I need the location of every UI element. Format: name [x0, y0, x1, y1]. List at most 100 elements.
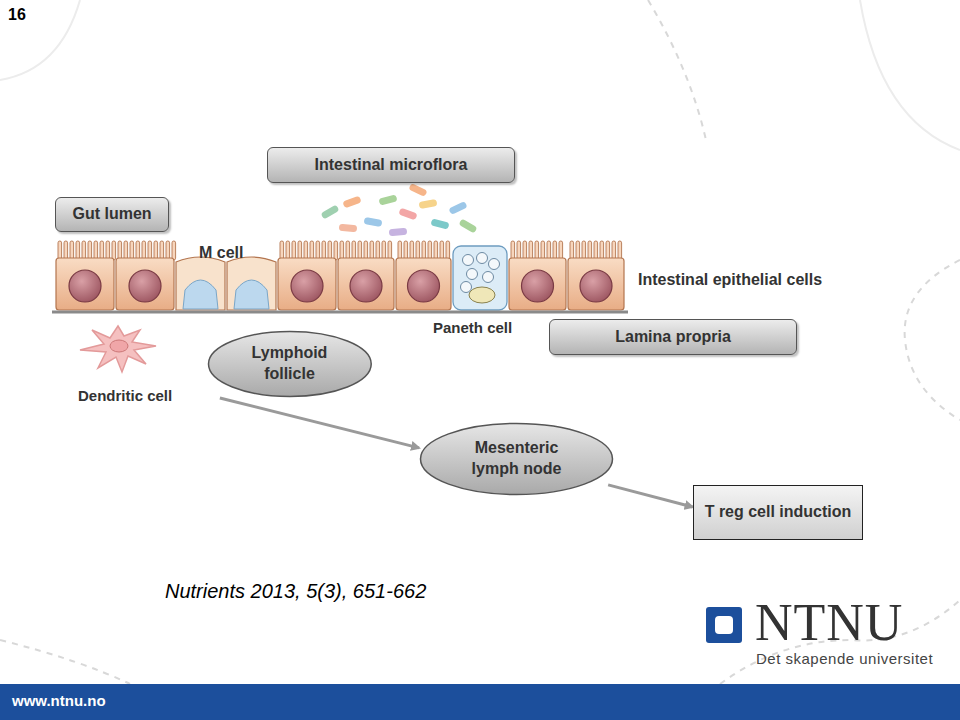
- microvillus: [58, 241, 62, 260]
- microvillus: [576, 241, 580, 260]
- bacterium: [389, 228, 408, 237]
- microvillus: [130, 241, 134, 260]
- microvillus: [118, 241, 122, 260]
- cell-nucleus: [69, 270, 101, 302]
- ellipse-fill: [421, 424, 613, 495]
- microvillus: [286, 241, 290, 260]
- microvillus: [322, 241, 326, 260]
- logo-square: [706, 607, 742, 643]
- microvillus: [404, 241, 408, 260]
- bacterium: [378, 194, 397, 205]
- microvillus: [582, 241, 586, 260]
- basement-membrane: [52, 311, 628, 314]
- bacterium: [342, 196, 361, 209]
- bacterium: [339, 224, 358, 233]
- logo-tagline: Det skapende universitet: [756, 650, 933, 667]
- microvillus: [136, 241, 140, 260]
- microvillus: [160, 241, 164, 260]
- lumen-box: Gut lumen: [55, 197, 169, 232]
- lymph-node-ellipse: Mesenteric lymph node: [419, 422, 614, 496]
- bacterium: [419, 199, 438, 209]
- bacterium: [364, 217, 383, 227]
- microvillus: [370, 241, 374, 260]
- paneth-granule: [477, 253, 488, 264]
- decor-arc: [860, 0, 960, 150]
- microvillus: [511, 241, 515, 260]
- microvillus: [292, 241, 296, 260]
- microvillus: [529, 241, 533, 260]
- microvillus: [82, 241, 86, 260]
- paneth-granule: [483, 272, 494, 283]
- citation: Nutrients 2013, 5(3), 651-662: [165, 580, 426, 603]
- epithelial-cell: [509, 258, 566, 310]
- node-text: T reg cell induction: [699, 502, 858, 523]
- microvillus: [541, 241, 545, 260]
- epithelial-cell: [278, 258, 336, 310]
- bacterium: [448, 201, 467, 215]
- ellipse-outline: [207, 330, 373, 398]
- microvillus: [600, 241, 604, 260]
- microvillus: [428, 241, 432, 260]
- cell-nucleus: [291, 270, 323, 302]
- bacterium: [430, 218, 449, 229]
- logo-inner: [715, 616, 733, 634]
- cell-label: Paneth cell: [433, 319, 512, 336]
- microvillus: [358, 241, 362, 260]
- node-text: Mesenteric lymph node: [450, 438, 583, 480]
- m-cell: [227, 257, 276, 310]
- microvillus: [70, 241, 74, 260]
- footer-bar: [0, 684, 960, 720]
- paneth-granule: [463, 255, 474, 266]
- microvillus: [388, 241, 392, 260]
- paneth-granule: [489, 259, 500, 270]
- ellipse-outline: [419, 422, 614, 496]
- arrow-connector: [220, 398, 419, 448]
- m-cell: [176, 257, 225, 310]
- microvillus: [310, 241, 314, 260]
- node-text: Lymphoid follicle: [232, 343, 346, 385]
- microvillus: [112, 241, 116, 260]
- cell-nucleus: [408, 270, 440, 302]
- microvillus: [588, 241, 592, 260]
- microvillus: [88, 241, 92, 260]
- microvillus: [517, 241, 521, 260]
- microvillus: [612, 241, 616, 260]
- microvillus: [440, 241, 444, 260]
- cell-nucleus: [580, 270, 612, 302]
- m-cell-pocket: [234, 280, 269, 309]
- epithelial-cell: [56, 258, 114, 310]
- m-cell-pocket: [183, 280, 218, 309]
- slide-number: 16: [8, 6, 26, 24]
- bacterium: [458, 218, 477, 233]
- cell-nucleus: [129, 270, 161, 302]
- microvillus: [606, 241, 610, 260]
- microvillus: [298, 241, 302, 260]
- dendritic-cell-body: [80, 326, 156, 372]
- logo-wordmark: NTNU: [755, 597, 903, 649]
- microvillus: [398, 241, 402, 260]
- microvillus: [352, 241, 356, 260]
- microvillus: [124, 241, 128, 260]
- microvillus: [535, 241, 539, 260]
- lamina-box: Lamina propria: [549, 319, 797, 355]
- epithelial-cell: [116, 258, 174, 310]
- epithelial-cell: [568, 258, 624, 310]
- decor-arc: [0, 0, 80, 80]
- decor-arc: [0, 640, 130, 684]
- microvillus: [166, 241, 170, 260]
- microvillus: [172, 241, 176, 260]
- microvillus: [328, 241, 332, 260]
- microvillus: [94, 241, 98, 260]
- microvillus: [446, 241, 450, 260]
- follicle-ellipse: Lymphoid follicle: [207, 330, 373, 398]
- microvillus: [64, 241, 68, 260]
- dendritic-cell: [80, 326, 156, 372]
- microvillus: [410, 241, 414, 260]
- cell-nucleus: [350, 270, 382, 302]
- node-text: Lamina propria: [609, 327, 737, 348]
- microvillus: [142, 241, 146, 260]
- microvillus: [559, 241, 563, 260]
- microvillus: [523, 241, 527, 260]
- epithelial-cell: [396, 258, 451, 310]
- microvillus: [154, 241, 158, 260]
